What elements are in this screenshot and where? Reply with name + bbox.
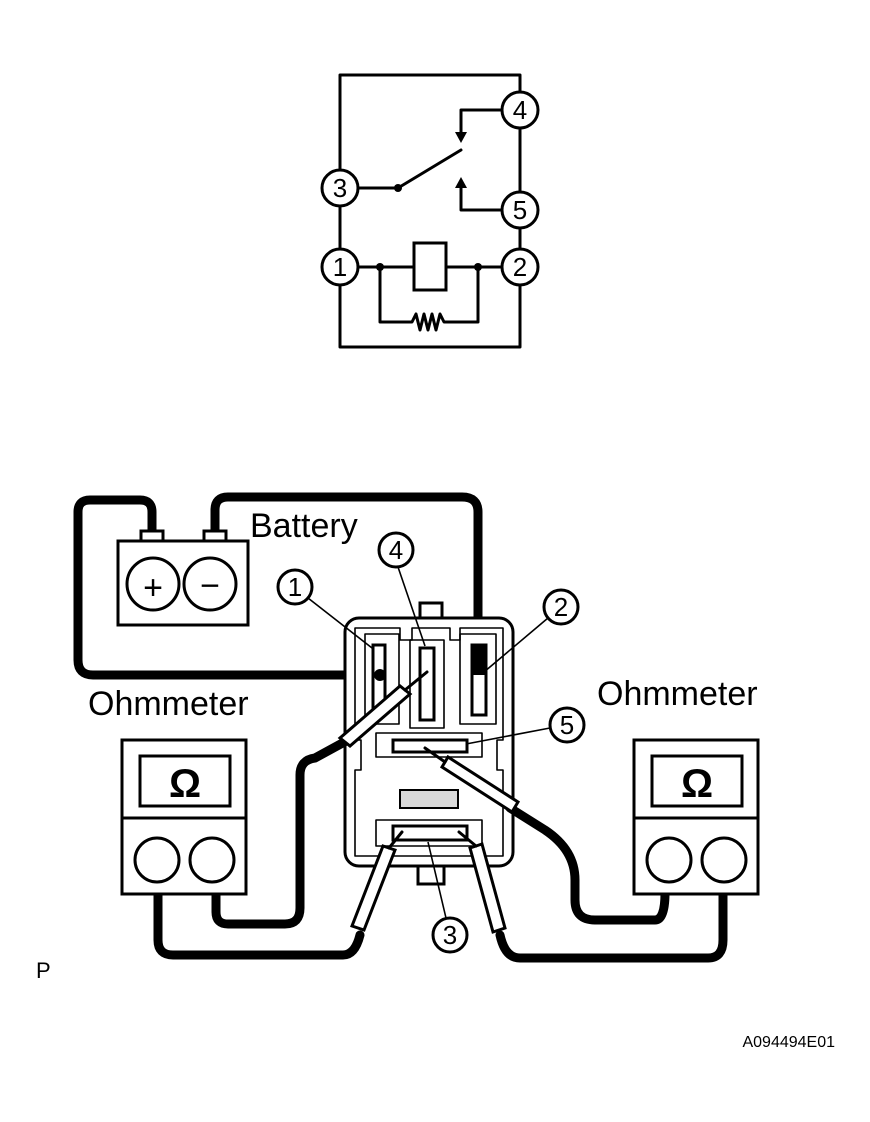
ohmmeter-right-display bbox=[650, 754, 744, 808]
svg-text:1: 1 bbox=[333, 252, 347, 282]
coil-circuit bbox=[338, 241, 522, 332]
svg-text:3: 3 bbox=[443, 920, 457, 950]
ohmmeter-right: Ω Ohmmeter bbox=[495, 675, 760, 963]
corner-mark: P bbox=[36, 958, 51, 983]
ohm-icon: Ω bbox=[681, 762, 713, 806]
schematic-terminal-3: 3 bbox=[320, 168, 360, 208]
battery-positive-lead bbox=[73, 495, 385, 680]
schematic-terminal-1: 1 bbox=[320, 247, 360, 287]
coil-symbol bbox=[412, 241, 448, 292]
svg-text:2: 2 bbox=[554, 592, 568, 622]
ohm-icon: Ω bbox=[169, 762, 201, 806]
battery-positive-clip bbox=[374, 669, 386, 681]
ohmmeter-left-label: Ohmmeter bbox=[88, 685, 249, 723]
callout-terminal-5: 5 bbox=[465, 706, 586, 745]
schematic-terminal-4: 4 bbox=[500, 90, 540, 130]
probe-to-pin-4 bbox=[337, 670, 429, 748]
svg-text:5: 5 bbox=[560, 710, 574, 740]
ohmmeter-right-jack-2 bbox=[700, 836, 748, 884]
relay-pin-4 bbox=[418, 646, 436, 722]
callout-terminal-4: 4 bbox=[377, 531, 426, 647]
callout-terminal-1: 1 bbox=[276, 568, 373, 649]
probe-to-pin-3-left bbox=[350, 830, 404, 932]
ohmmeter-left-jack-1 bbox=[133, 836, 181, 884]
battery-label: Battery bbox=[250, 507, 358, 545]
ohmmeter-right-lead-1 bbox=[505, 803, 670, 925]
switch-circuit bbox=[338, 108, 522, 212]
battery-negative-clip bbox=[472, 645, 486, 675]
contact-5-line bbox=[459, 180, 522, 212]
ohmmeter-right-label: Ohmmeter bbox=[597, 675, 758, 713]
ohmmeter-left-lead-2 bbox=[211, 735, 353, 929]
figure-id: A094494E01 bbox=[742, 1034, 835, 1051]
relay-pin-3 bbox=[391, 824, 469, 842]
relay-label-plate bbox=[399, 789, 459, 809]
contact-5-arrow bbox=[455, 177, 467, 188]
switch-blade bbox=[396, 148, 463, 190]
resistor-symbol bbox=[378, 265, 480, 332]
ohmmeter-left: Ω Ohmmeter bbox=[88, 685, 365, 960]
svg-text:2: 2 bbox=[513, 252, 527, 282]
relay-inner-outline bbox=[354, 627, 504, 857]
battery-plus-sign: + bbox=[143, 569, 163, 607]
ohmmeter-left-display bbox=[138, 754, 232, 808]
schematic-terminal-2: 2 bbox=[500, 247, 540, 287]
svg-text:4: 4 bbox=[513, 95, 527, 125]
svg-text:4: 4 bbox=[389, 535, 403, 565]
svg-text:3: 3 bbox=[333, 173, 347, 203]
contact-4-line bbox=[459, 108, 522, 140]
relay-body bbox=[343, 601, 515, 886]
svg-text:5: 5 bbox=[513, 195, 527, 225]
svg-text:1: 1 bbox=[288, 572, 302, 602]
battery-negative-terminal bbox=[182, 556, 238, 612]
battery-negative-lead bbox=[210, 492, 483, 665]
probe-to-pin-5 bbox=[423, 746, 521, 815]
probe-to-pin-3-right bbox=[457, 830, 507, 934]
battery-minus-sign: − bbox=[200, 567, 220, 605]
callout-terminal-3: 3 bbox=[427, 841, 469, 954]
ohmmeter-left-jack-2 bbox=[188, 836, 236, 884]
wiring-diagram: + − Battery Ω Ohmmeter Ω Oh bbox=[73, 492, 760, 963]
ohmmeter-right-jack-1 bbox=[645, 836, 693, 884]
ohmmeter-left-lead-1 bbox=[153, 888, 365, 960]
ohmmeter-right-lead-2 bbox=[495, 888, 728, 963]
battery: + − Battery bbox=[116, 507, 358, 627]
relay-schematic: 3 1 4 5 2 bbox=[320, 73, 540, 349]
battery-positive-terminal bbox=[125, 556, 181, 612]
callout-terminal-2: 2 bbox=[483, 588, 580, 673]
schematic-terminal-5: 5 bbox=[500, 190, 540, 230]
contact-4-arrow bbox=[455, 132, 467, 143]
